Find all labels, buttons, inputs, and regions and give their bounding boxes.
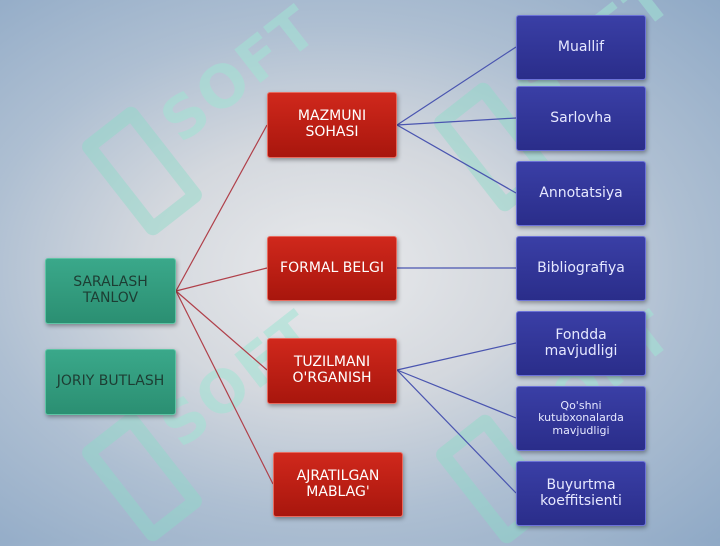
node-qoshni-kutubxonalarda: Qo'shni kutubxonalarda mavjudligi: [516, 386, 646, 451]
node-label: MAZMUNI SOHASI: [297, 108, 367, 140]
connector-tuzilmani-qoshni: [396, 369, 517, 419]
node-buyurtma-koeffitsienti: Buyurtma koeffitsienti: [516, 461, 646, 526]
node-label: Qo'shni kutubxonalarda mavjudligi: [538, 399, 624, 437]
node-bibliografiya: Bibliografiya: [516, 236, 646, 301]
node-label: SARALASH TANLOV: [73, 274, 148, 306]
node-sarlovha: Sarlovha: [516, 86, 646, 151]
connector-saralash-mazmuni: [175, 124, 268, 292]
node-label: Bibliografiya: [537, 259, 625, 276]
node-tuzilmani-organish: TUZILMANI O'RGANISH: [267, 338, 397, 404]
node-label: Muallif: [557, 38, 605, 55]
node-mazmuni-sohasi: MAZMUNI SOHASI: [267, 92, 397, 158]
node-label: Sarlovha: [550, 109, 612, 126]
node-annotatsiya: Annotatsiya: [516, 161, 646, 226]
node-fondda-mavjudligi: Fondda mavjudligi: [516, 311, 646, 376]
node-joriy-butlash: JORIY BUTLASH: [45, 349, 176, 415]
connector-mazmuni-annotatsiya: [396, 124, 517, 194]
connector-tuzilmani-buyurtma: [396, 369, 517, 494]
connector-saralash-tuzilmani: [175, 290, 268, 371]
connector-mazmuni-muallif: [396, 46, 517, 126]
connector-mazmuni-sarlovha: [396, 117, 517, 126]
node-label: Annotatsiya: [539, 184, 623, 201]
connector-saralash-formal: [175, 267, 268, 292]
node-label: JORIY BUTLASH: [56, 373, 165, 390]
connector-tuzilmani-fondda: [396, 342, 517, 371]
node-formal-belgi: FORMAL BELGI: [267, 236, 397, 301]
node-saralash-tanlov: SARALASH TANLOV: [45, 258, 176, 324]
node-label: TUZILMANI O'RGANISH: [292, 354, 372, 386]
connector-saralash-ajratilgan: [175, 290, 274, 485]
node-label: Buyurtma koeffitsienti: [540, 476, 622, 509]
node-label: Fondda mavjudligi: [544, 326, 618, 359]
node-label: FORMAL BELGI: [280, 259, 384, 276]
node-muallif: Muallif: [516, 15, 646, 80]
node-ajratilgan-mablag: AJRATILGAN MABLAG': [273, 452, 403, 517]
node-label: AJRATILGAN MABLAG': [296, 467, 380, 500]
